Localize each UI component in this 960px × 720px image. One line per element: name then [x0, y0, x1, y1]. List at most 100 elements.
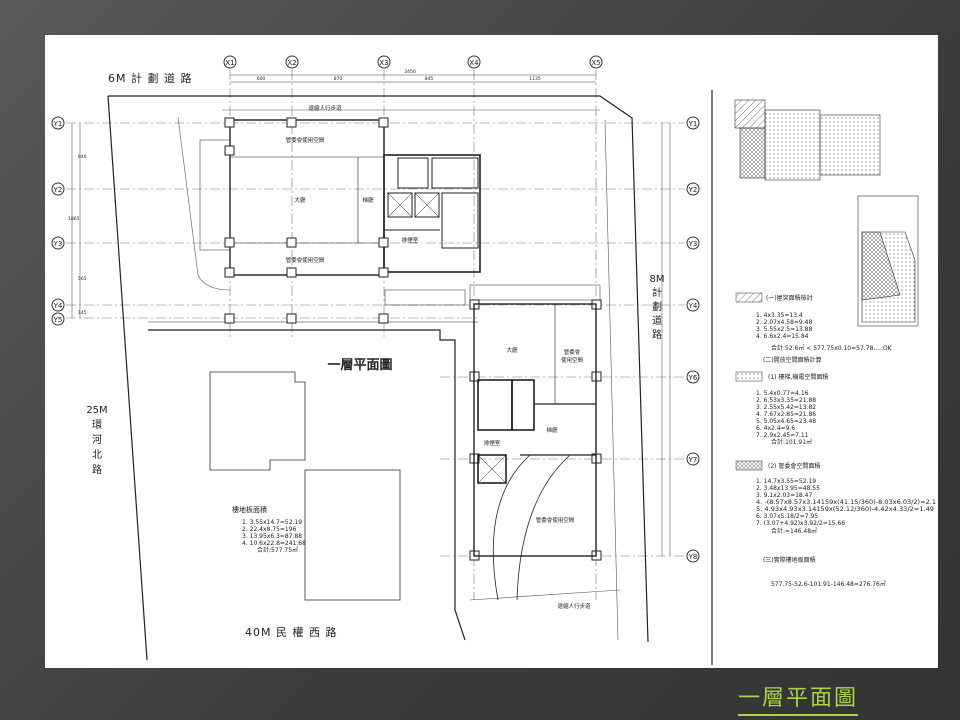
calc-item: 1. 4x3.35=13.4	[756, 312, 803, 319]
calc-item: 3. 2.55x5.42=13.82	[756, 404, 816, 411]
calc-item: 2. 2.07x4.58=9.48	[756, 319, 812, 326]
dim-span: 845	[425, 76, 434, 82]
calc-item: 1. 5.4x0.77=4.16	[756, 390, 809, 397]
dim-left: 840	[78, 154, 87, 160]
floor-plan-drawing: X1 X2 X3 X4 X5 Y1 Y2 Y3 Y4 Y5 Y1 Y2 Y3 Y…	[51, 55, 936, 665]
grid-label: Y4	[688, 302, 698, 310]
room-label-hall: 梯廳	[546, 426, 558, 434]
floor-area-item: 2. 22.4x8.75=196	[242, 526, 297, 533]
road-label-char: 北	[92, 449, 102, 461]
area-calculations: (一)屋突面積檢討 1. 4x3.35=13.4 2. 2.07x4.58=9.…	[735, 292, 936, 588]
room-label-lobby: 大廳	[506, 346, 518, 354]
calc-total: 合計:52.6㎡ < 577.75x0.10=57.78.....OK	[771, 344, 893, 352]
dim-left: 565	[78, 276, 87, 282]
grid-label-y2: Y2	[53, 186, 63, 194]
dimension-lines	[71, 74, 671, 556]
calc-total: 合計:=146.48㎡	[771, 527, 817, 535]
walkway-lines	[177, 109, 621, 641]
slide-caption: 一層平面圖	[738, 680, 859, 716]
road-label-char: 河	[92, 434, 102, 446]
calc-item: 2. 6.53x3.35=21.88	[756, 397, 816, 404]
grid-label: Y2	[688, 186, 698, 194]
plan-title: 一層平面圖	[327, 357, 392, 373]
grid-label-y4: Y4	[53, 302, 63, 310]
floor-area-table: 樓地板面積 1. 3.55x14.7=52.19 2. 22.4x8.75=19…	[232, 505, 306, 554]
dim-span: 1135	[529, 76, 541, 82]
walkway-label: 退縮人行步道	[557, 602, 591, 610]
calc-item: 3. 9.1x2.03=18.47	[756, 492, 812, 499]
room-label-smoke: 排煙室	[402, 236, 419, 244]
road-label-char: 環	[92, 419, 102, 431]
dim-span: 870	[334, 76, 343, 82]
grid-label-x3: X3	[379, 59, 388, 67]
calc-total: 合計:101.91㎡	[771, 438, 812, 446]
road-label-top: 6M 計 劃 道 路	[108, 71, 192, 85]
upper-room-labels: 管委會使用空間 大廳 梯廳 排煙室 管委會使用空間 退縮人行步道	[286, 104, 419, 264]
grid-bubbles-y-left: Y1 Y2 Y3 Y4 Y5	[51, 116, 65, 326]
calc-item: 4. -(8.57x8.57x3.14159x(41.15/360)-8.03x…	[756, 499, 936, 506]
calc-item: 7. 2.9x2.45=7.11	[756, 432, 809, 439]
room-label-mgmt: 管委會使用空間	[286, 136, 325, 144]
dim-span: 600	[257, 76, 266, 82]
calc-heading: (2) 管委會空間面積	[768, 462, 820, 470]
grid-label-y3: Y3	[53, 240, 63, 248]
columns	[224, 117, 602, 561]
upper-building	[199, 119, 481, 276]
walkway-label: 退縮人行步道	[308, 104, 342, 112]
road-label-char: 路	[652, 328, 662, 341]
road-label-bottom: 40M 民 權 西 路	[245, 626, 337, 639]
dimension-labels: 3450 600 870 845 1135 840 1865 565 145	[68, 69, 541, 316]
room-label-smoke: 排煙室	[484, 439, 501, 447]
grid-label-x1: X1	[225, 59, 234, 67]
calc-item: 4. 6.6x2.4=15.84	[756, 333, 809, 340]
legend-dots	[735, 371, 763, 382]
road-label-char: 路	[92, 463, 102, 476]
calc-item: 6. 4x2.4=9.6	[756, 425, 795, 432]
road-label-left: 25M 環 河 北 路	[86, 405, 107, 476]
floor-area-title: 樓地板面積	[232, 505, 267, 514]
dim-left: 1865	[68, 216, 80, 222]
grid-label-x5: X5	[591, 59, 600, 67]
grid-label-x2: X2	[287, 59, 296, 67]
floor-area-total: 合計:577.75㎡	[257, 546, 298, 554]
calc-item: 5. 4.93x4.93x3.14159x(52.12/360)-4.42x4.…	[756, 506, 934, 513]
site-boundary	[107, 95, 649, 661]
calc-heading: (一)屋突面積檢討	[766, 294, 813, 302]
calc-item: 7. (3.07+4.92)x3.92/2=15.66	[756, 520, 845, 527]
key-plan-thumbnails	[734, 99, 919, 327]
grid-label: Y3	[688, 240, 698, 248]
calc-item: 6. 3.07x5.18/2=7.95	[756, 513, 818, 520]
dim-left: 145	[78, 310, 87, 316]
calc-item: 4. 7.67x2.85=21.86	[756, 411, 816, 418]
drawing-sheet: X1 X2 X3 X4 X5 Y1 Y2 Y3 Y4 Y5 Y1 Y2 Y3 Y…	[45, 35, 938, 668]
room-label-mgmt: 管委會	[564, 348, 581, 356]
grid-label-x4: X4	[469, 59, 479, 67]
dim-total: 3450	[404, 69, 416, 75]
calc-result: 577.75-52.6-101.91-146.48=276.76㎡	[771, 580, 886, 588]
road-label-char: 劃	[652, 300, 662, 313]
grid-label: Y7	[688, 456, 698, 464]
room-label-lobby: 大廳	[294, 196, 306, 204]
calc-item: 5. 5.05x4.65=23.48	[756, 418, 816, 425]
floor-area-item: 1. 3.55x14.7=52.19	[242, 519, 302, 526]
lower-room-labels: 大廳 管委會 使用空間 梯廳 排煙室 管委會使用空間 退縮人行步道	[484, 346, 591, 610]
grid-bubbles-x: X1 X2 X3 X4 X5	[223, 55, 603, 69]
calc-item: 1. 14.7x3.55=52.19	[756, 478, 816, 485]
calc-heading: (二)開放空間面積計算	[763, 356, 822, 364]
calc-heading: (三)實際樓地板面積	[763, 556, 816, 564]
road-label-char: 25M	[86, 405, 107, 416]
grid-lines	[66, 70, 685, 600]
road-label-right: 8M 計 劃 道 路	[650, 274, 665, 341]
grid-label: Y1	[688, 120, 698, 128]
grid-bubbles-y-right: Y1 Y2 Y3 Y4 Y6 Y7 Y8	[686, 116, 700, 563]
road-label-char: 道	[652, 314, 662, 327]
room-label-mgmt: 使用空間	[561, 356, 584, 364]
room-label-mgmt: 管委會使用空間	[536, 516, 575, 524]
legend-hatch	[735, 292, 763, 303]
floor-area-item: 3. 13.95x6.3=87.88	[242, 533, 302, 540]
grid-label: Y6	[688, 374, 698, 382]
calc-heading: (1) 樓梯,機電空間面積	[768, 373, 828, 381]
lower-building	[384, 284, 601, 601]
grid-label: Y8	[688, 553, 698, 561]
road-label-char: 計	[652, 286, 662, 299]
